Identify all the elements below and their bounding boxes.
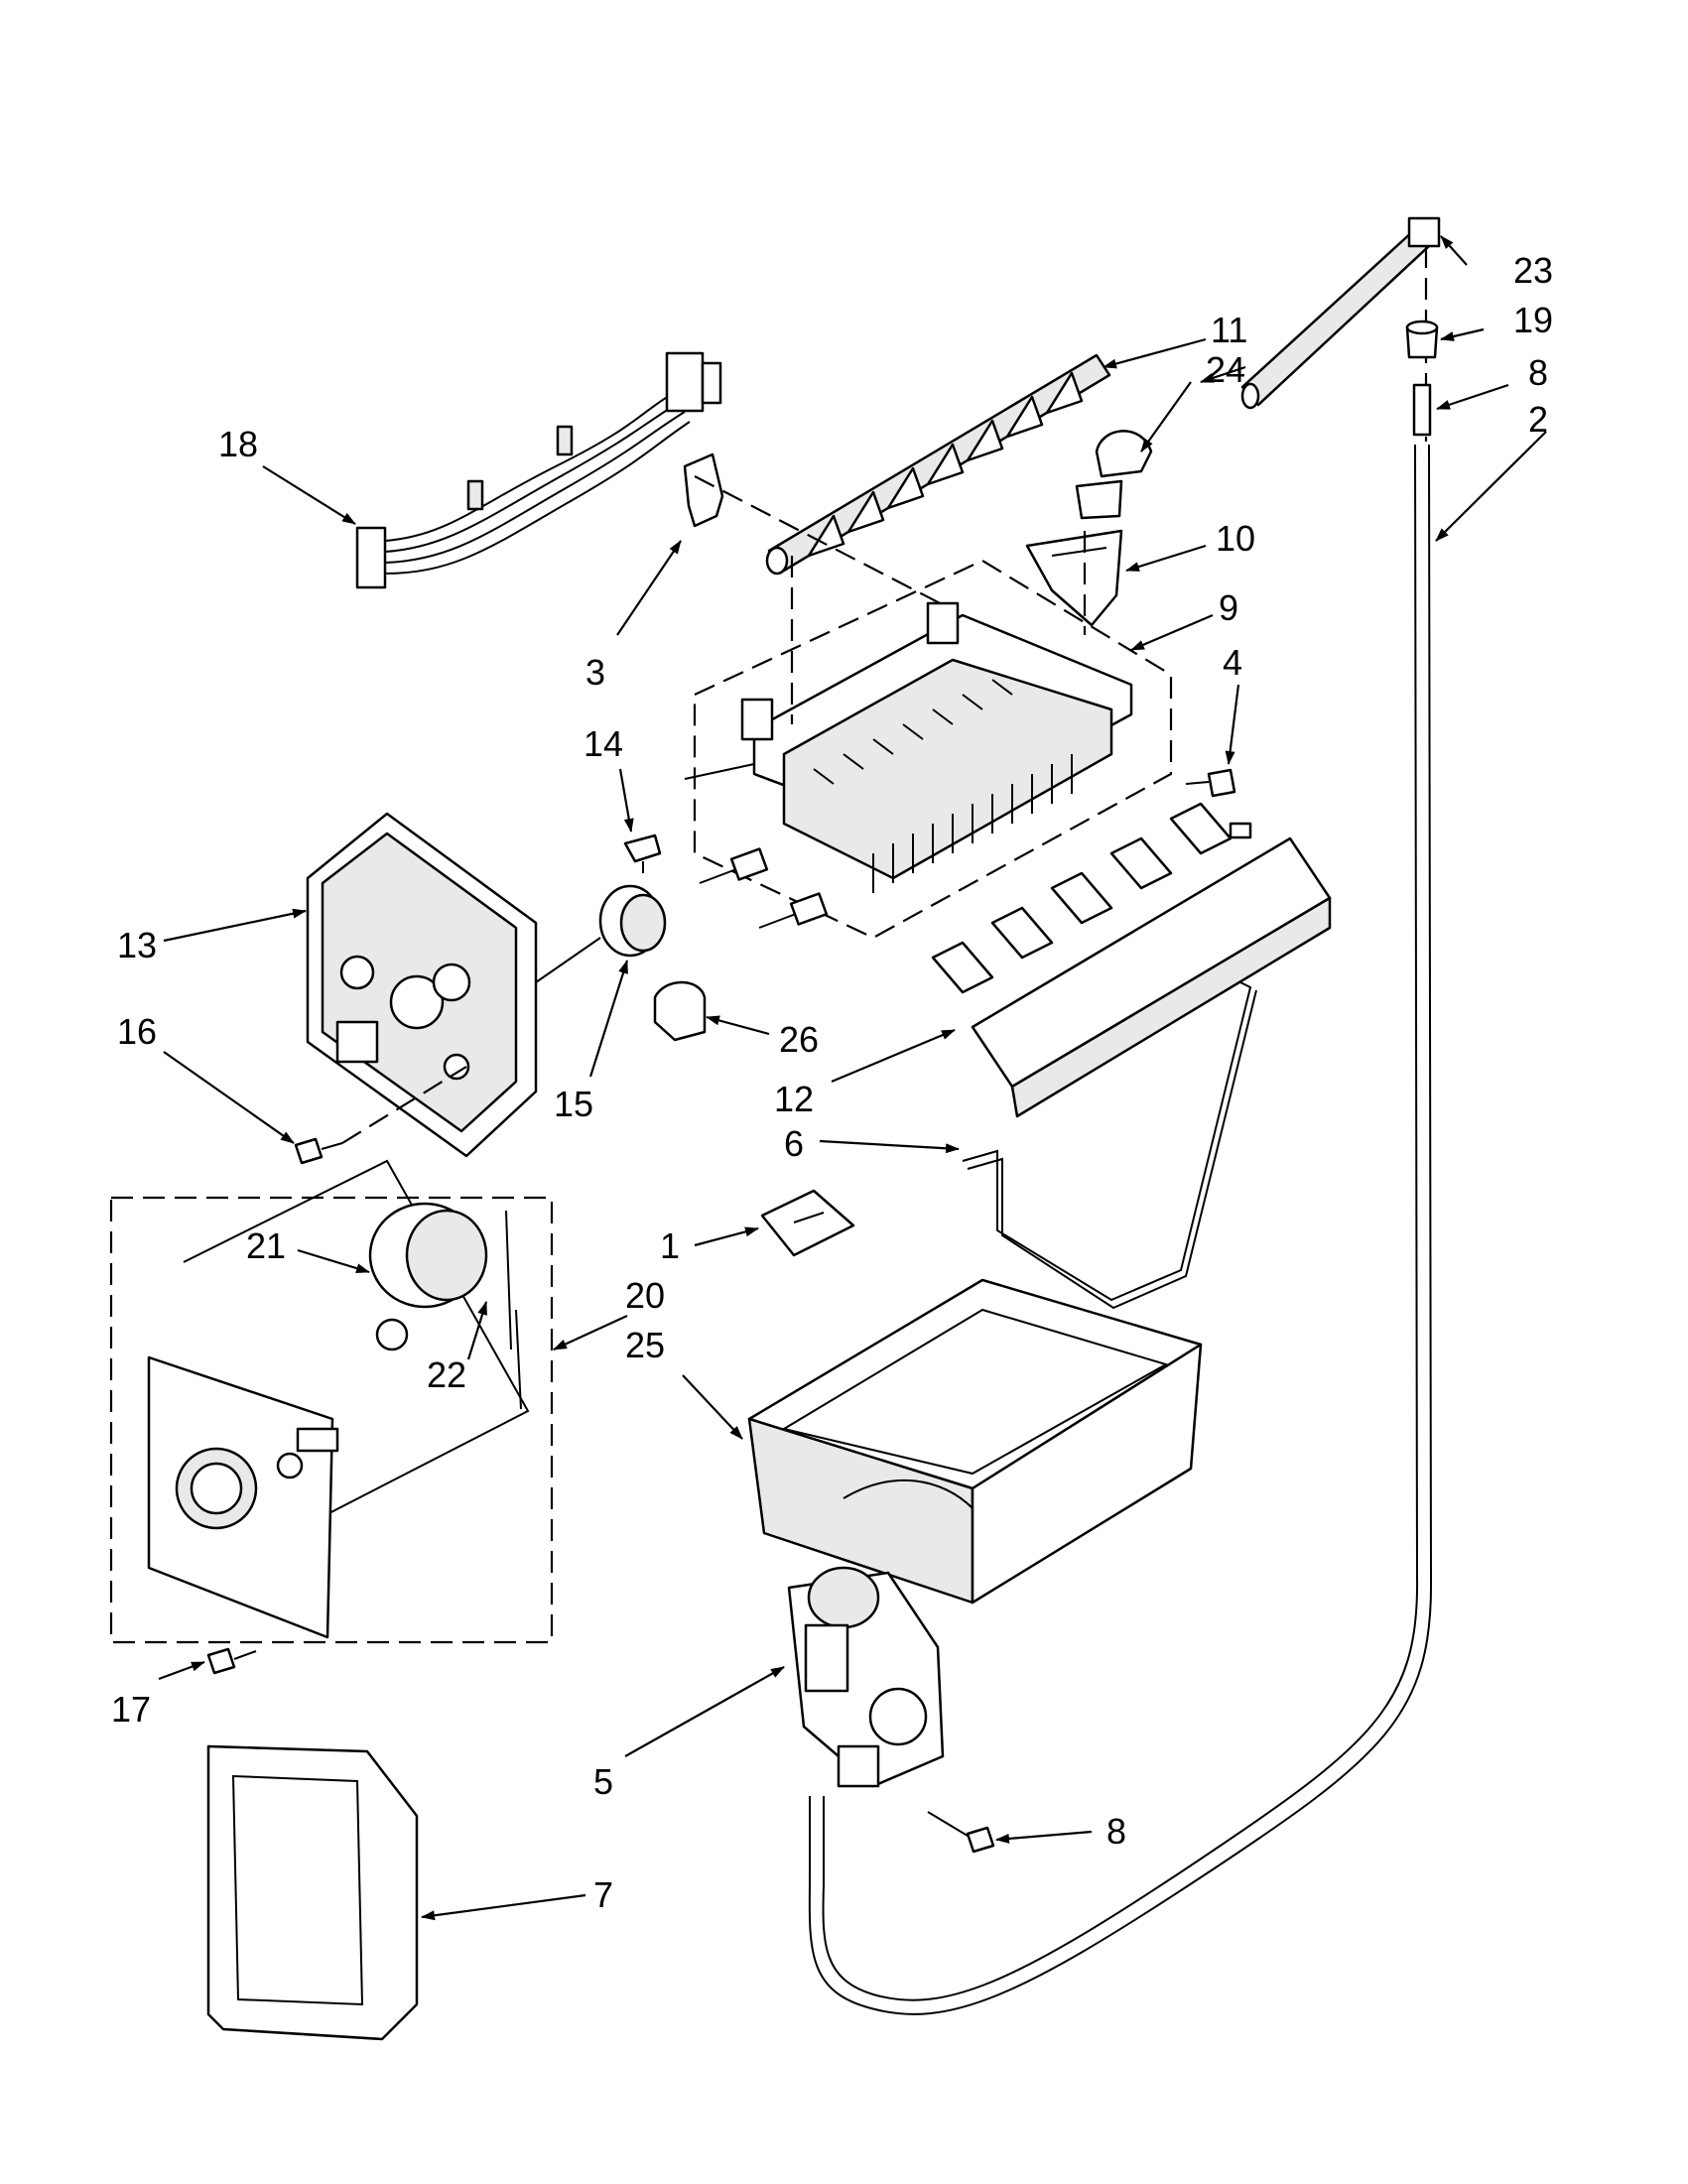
callout-14: 14 xyxy=(584,723,623,764)
thermostat-part xyxy=(535,884,667,983)
control-housing-part xyxy=(306,812,538,1158)
ice-bin-part xyxy=(747,1278,1203,1605)
grommet-part xyxy=(1405,320,1439,359)
leader-5 xyxy=(624,1666,785,1757)
leader-16 xyxy=(163,1051,295,1144)
callout-19: 19 xyxy=(1513,300,1553,340)
fill-tube-part xyxy=(1240,216,1441,410)
leader-25 xyxy=(682,1374,743,1440)
ice-stripper-part xyxy=(931,802,1332,1118)
module-part xyxy=(147,1355,339,1639)
callout-8-upper: 8 xyxy=(1528,352,1548,393)
leader-21 xyxy=(297,1248,370,1274)
callout-15: 15 xyxy=(554,1084,593,1124)
leader-26 xyxy=(706,1015,770,1036)
shutoff-arm-part xyxy=(962,981,1257,1310)
leader-23-note xyxy=(1200,365,1246,384)
callout-8-lower: 8 xyxy=(1106,1811,1126,1852)
screw-part-17 xyxy=(206,1647,257,1675)
leader-24 xyxy=(1140,381,1192,452)
callout-4: 4 xyxy=(1223,642,1242,683)
callout-5: 5 xyxy=(593,1761,613,1802)
callout-1: 1 xyxy=(660,1225,680,1266)
harness-clip-part xyxy=(653,980,707,1042)
leader-22 xyxy=(466,1301,488,1360)
callout-18: 18 xyxy=(218,424,258,464)
callout-23: 23 xyxy=(1513,250,1553,291)
leader-6 xyxy=(819,1139,960,1154)
leader-1 xyxy=(694,1226,759,1247)
motor-part xyxy=(368,1202,522,1410)
callout-labels: 18 3 23 19 8 2 11 24 10 9 4 14 13 16 15 … xyxy=(111,250,1553,1915)
leader-7 xyxy=(421,1893,586,1921)
ejector-part xyxy=(765,353,1111,576)
callout-11: 11 xyxy=(1211,310,1247,350)
screw-part-16 xyxy=(294,1137,343,1165)
leader-18 xyxy=(262,465,356,525)
leader-8-lower xyxy=(995,1830,1093,1844)
screw-part-8-lower xyxy=(927,1811,995,1854)
callout-3: 3 xyxy=(585,652,605,693)
leader-2 xyxy=(1435,431,1547,542)
leader-12 xyxy=(831,1028,956,1084)
callout-21: 21 xyxy=(246,1225,286,1266)
callout-12: 12 xyxy=(774,1079,814,1119)
shield-part xyxy=(760,1189,855,1257)
leader-15 xyxy=(588,960,629,1078)
leader-13 xyxy=(163,908,307,943)
leader-23 xyxy=(1440,235,1468,266)
callout-9: 9 xyxy=(1219,587,1238,628)
cover-part xyxy=(206,1744,419,2041)
cam-arm-part xyxy=(1075,430,1153,520)
callout-24: 24 xyxy=(1206,349,1245,390)
callout-22: 22 xyxy=(427,1354,466,1395)
leader-9 xyxy=(1130,613,1214,652)
bracket-part xyxy=(1025,529,1123,627)
callout-leaders xyxy=(158,235,1547,1921)
thermostat-clip-part xyxy=(623,834,662,873)
callout-10: 10 xyxy=(1216,518,1255,559)
callout-16: 16 xyxy=(117,1011,157,1052)
tube-connector-part xyxy=(1412,383,1432,437)
water-tube-part xyxy=(808,444,1433,2015)
leader-10 xyxy=(1125,544,1207,573)
water-valve-part xyxy=(787,1566,945,1788)
leader-4 xyxy=(1225,684,1240,765)
clip-part xyxy=(683,452,724,528)
callout-7: 7 xyxy=(593,1874,613,1915)
ice-mold-part xyxy=(684,559,1173,940)
callout-6: 6 xyxy=(784,1123,804,1164)
leader-19 xyxy=(1440,327,1485,341)
leader-11 xyxy=(1103,337,1207,369)
callout-26: 26 xyxy=(779,1019,819,1060)
callout-25: 25 xyxy=(625,1325,665,1365)
callout-20: 20 xyxy=(625,1275,665,1316)
leader-8-upper xyxy=(1436,383,1509,411)
leader-17 xyxy=(158,1660,205,1681)
leader-20 xyxy=(553,1315,628,1350)
callout-13: 13 xyxy=(117,925,157,965)
callout-17: 17 xyxy=(111,1689,151,1730)
leader-14 xyxy=(618,768,634,833)
callout-2: 2 xyxy=(1528,399,1548,440)
screw-part-4 xyxy=(1185,768,1236,798)
leader-3 xyxy=(616,540,682,636)
wire-harness-part xyxy=(355,351,722,589)
